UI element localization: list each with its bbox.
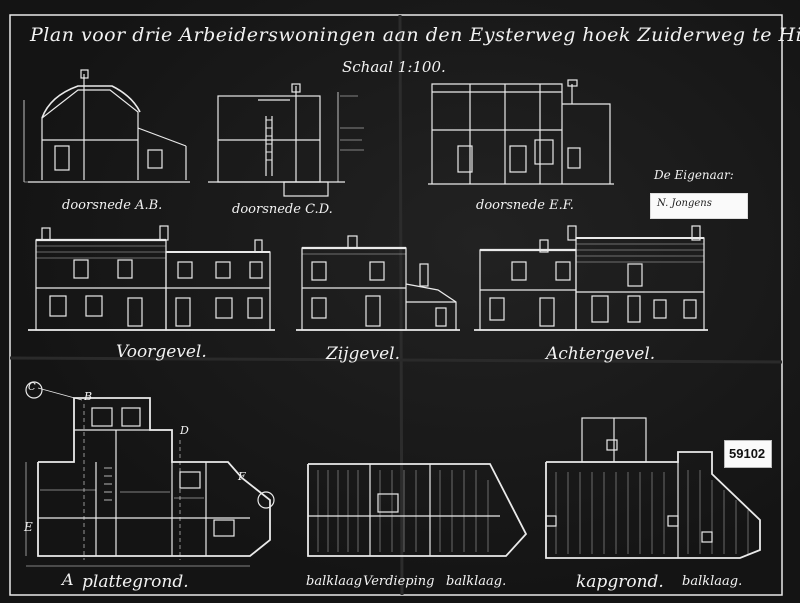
archive-number: 59102 xyxy=(729,446,766,461)
front-facade-drawing xyxy=(28,225,275,331)
fold-line-v xyxy=(398,14,404,596)
caption-beams-2: balklaag. xyxy=(446,574,507,589)
section-ab-drawing xyxy=(23,69,190,183)
owner-label: De Eigenaar: xyxy=(654,168,734,182)
marker-b: B xyxy=(84,390,93,403)
caption-section-ab: doorsnede A.B. xyxy=(62,198,163,213)
caption-front-facade: Voorgevel. xyxy=(116,342,207,362)
marker-d: D xyxy=(180,424,189,437)
marker-f: F xyxy=(238,470,246,483)
caption-roof-plan: kapgrond. xyxy=(576,572,664,592)
owner-signature: N. Jongens xyxy=(657,198,712,209)
marker-a: A xyxy=(62,570,74,589)
caption-beams-1: balklaag xyxy=(306,574,363,589)
caption-beams-3: balklaag. xyxy=(682,574,743,589)
caption-rear-facade: Achtergevel. xyxy=(546,344,656,364)
section-cd-drawing xyxy=(208,83,364,197)
caption-floor-plan: Verdieping xyxy=(363,574,435,589)
sheet-title: Plan voor drie Arbeiderswoningen aan den… xyxy=(30,24,800,46)
ground-plan-drawing xyxy=(25,381,275,567)
sheet-border xyxy=(9,14,783,596)
section-ef-drawing xyxy=(428,79,614,185)
marker-e: E xyxy=(24,520,33,534)
fold-line-h xyxy=(9,356,783,364)
caption-side-facade: Zijgevel. xyxy=(326,344,400,364)
owner-signature-box: N. Jongens xyxy=(650,193,748,219)
roof-plan-drawing xyxy=(545,417,761,559)
side-facade-drawing xyxy=(296,235,460,331)
archive-stamp: 59102 xyxy=(724,440,772,468)
scale-label: Schaal 1:100. xyxy=(342,58,446,76)
rear-facade-drawing xyxy=(474,225,708,331)
floor-plan-drawing xyxy=(307,463,528,557)
marker-c: C xyxy=(28,382,36,393)
caption-section-cd: doorsnede C.D. xyxy=(232,202,333,217)
caption-section-ef: doorsnede E.F. xyxy=(476,198,574,213)
caption-ground-plan: plattegrond. xyxy=(82,572,189,592)
